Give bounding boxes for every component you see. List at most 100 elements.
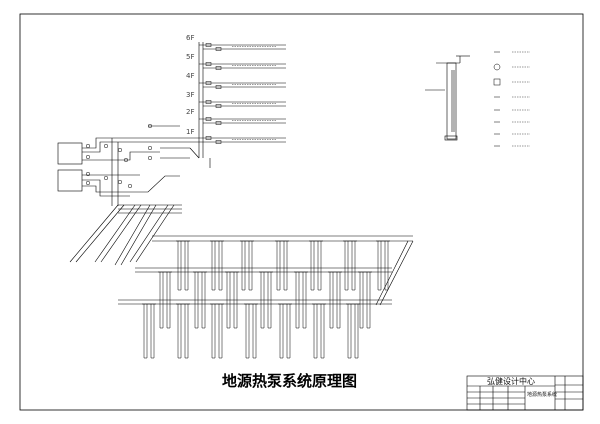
floor-label-6f: 6F <box>186 34 194 42</box>
valve-symbol <box>123 157 129 163</box>
borehole <box>149 303 156 359</box>
heat-pump-unit-upper <box>57 142 83 165</box>
borehole <box>275 240 282 291</box>
floor-branch <box>199 43 286 51</box>
borehole <box>353 303 360 359</box>
borehole <box>240 240 247 291</box>
title-block-company: 弘健设计中心 <box>487 376 535 386</box>
borehole <box>217 303 224 359</box>
valve-symbol <box>103 143 109 149</box>
borehole <box>193 271 200 329</box>
borehole <box>158 271 165 329</box>
borehole <box>319 303 326 359</box>
borehole <box>294 271 301 329</box>
borehole <box>244 303 251 359</box>
valve-symbol <box>117 179 123 185</box>
borehole <box>259 271 266 329</box>
floor-branch <box>199 81 286 89</box>
valve-symbol <box>147 155 153 161</box>
borehole <box>343 240 350 291</box>
title-block <box>466 375 584 411</box>
title-block-drawing-name: 地源热泵系统 <box>527 391 557 398</box>
borehole <box>251 303 258 359</box>
floor-branch <box>199 136 286 144</box>
borehole <box>358 271 365 329</box>
floor-branches <box>199 43 286 144</box>
unit-valve-symbols <box>85 123 153 189</box>
borehole <box>183 303 190 359</box>
borehole <box>210 303 217 359</box>
sheet-border <box>19 13 584 411</box>
riser-section <box>198 42 204 158</box>
valve-symbol <box>215 104 222 108</box>
floor-branch <box>199 62 286 70</box>
borehole <box>316 240 323 291</box>
valve-symbol <box>205 81 212 85</box>
borehole <box>282 240 289 291</box>
floor-label-2f: 2F <box>186 108 194 116</box>
borehole <box>165 271 172 329</box>
valve-symbol <box>205 62 212 66</box>
borehole <box>217 240 224 291</box>
borehole <box>210 240 217 291</box>
valve-symbol <box>205 136 212 140</box>
borehole <box>285 303 292 359</box>
borehole <box>232 271 239 329</box>
borehole <box>328 271 335 329</box>
borehole <box>278 303 285 359</box>
borehole <box>183 240 190 291</box>
valve-symbol <box>85 171 91 177</box>
valve-symbol <box>103 175 109 181</box>
borehole <box>309 240 316 291</box>
borehole <box>266 271 273 329</box>
valve-symbol <box>85 154 91 160</box>
valve-symbol <box>215 121 222 125</box>
legend-symbols <box>493 51 530 147</box>
borehole <box>176 240 183 291</box>
borehole <box>200 271 207 329</box>
borehole <box>376 240 383 291</box>
borehole <box>346 303 353 359</box>
borehole <box>335 271 342 329</box>
valve-symbol <box>205 43 212 47</box>
valve-symbol <box>85 143 91 149</box>
floor-labels: 6F 5F 4F 3F 2F 1F <box>186 34 194 136</box>
ground-loop-headers <box>69 204 414 306</box>
borehole <box>247 240 254 291</box>
floor-branch <box>199 100 286 108</box>
borehole-field <box>142 240 390 359</box>
legend-entry <box>493 63 530 71</box>
borehole <box>312 303 319 359</box>
valve-symbol <box>85 180 91 186</box>
valve-symbol <box>205 117 212 121</box>
borehole <box>383 240 390 291</box>
legend-entry <box>493 78 530 86</box>
borehole <box>350 240 357 291</box>
heat-pump-units <box>57 125 211 206</box>
floor-label-5f: 5F <box>186 53 194 61</box>
valve-symbol <box>215 47 222 51</box>
borehole <box>176 303 183 359</box>
valve-symbol <box>147 145 153 151</box>
floor-label-1f: 1F <box>186 128 194 136</box>
legend-symbol <box>493 63 501 71</box>
valve-symbol <box>215 140 222 144</box>
valve-symbol <box>215 66 222 70</box>
borehole-section-detail <box>425 55 470 141</box>
valve-symbol <box>117 147 123 153</box>
borehole <box>301 271 308 329</box>
floor-label-3f: 3F <box>186 91 194 99</box>
drawing-title: 地源热泵系统原理图 <box>222 372 357 390</box>
valve-symbol <box>127 183 133 189</box>
heat-pump-unit-lower <box>57 169 83 192</box>
valve-symbol <box>205 100 212 104</box>
borehole <box>365 271 372 329</box>
borehole <box>225 271 232 329</box>
valve-symbol <box>215 85 222 89</box>
legend-symbol <box>493 78 501 86</box>
valve-symbol <box>147 123 153 129</box>
borehole <box>142 303 149 359</box>
floor-label-4f: 4F <box>186 72 194 80</box>
floor-branch <box>199 117 286 125</box>
